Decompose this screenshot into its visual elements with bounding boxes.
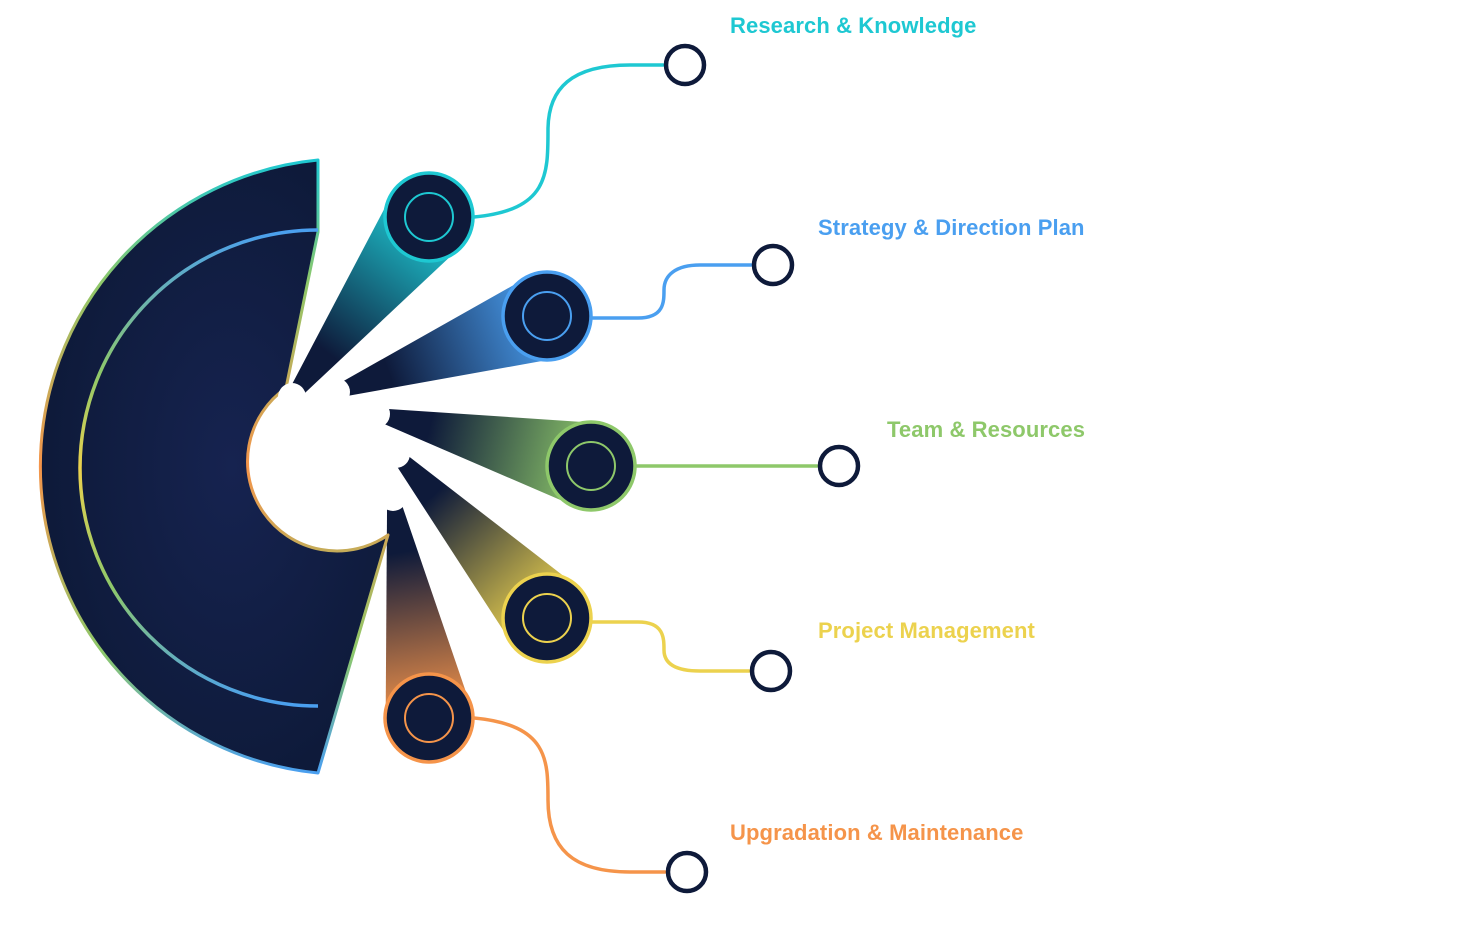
item-label-3: Team & Resources [887,417,1085,442]
item-label-2: Strategy & Direction Plan [818,215,1085,240]
hub-notch [362,400,390,428]
hub-inner-ring [78,228,319,708]
hub-notch [322,378,350,406]
connector-line-1 [472,63,665,219]
central-hub [38,158,410,775]
hub-notch [382,440,410,468]
node-inner-ring [566,441,616,491]
endpoint-ring-5 [665,850,709,894]
node-outer-circle [545,420,637,512]
node-outer-circle [383,672,475,764]
beam-5 [385,496,473,726]
endpoint-ring-2 [751,243,795,287]
node-inner-ring [404,192,454,242]
item-label-1: Research & Knowledge [730,13,977,38]
endpoints-group [663,43,861,894]
node-inner-ring [522,291,572,341]
connector-line-4 [590,620,751,673]
node-inner-ring [404,693,454,743]
connectors-group [472,63,819,874]
hub-notch [379,483,407,511]
endpoint-ring-4 [749,649,793,693]
endpoint-ring-1 [663,43,707,87]
connector-line-2 [590,263,753,320]
node-outer-circle [501,572,593,664]
connector-line-5 [472,716,667,874]
item-label-5: Upgradation & Maintenance [730,820,1023,845]
node-4 [501,572,593,664]
node-3 [545,420,637,512]
hub-body [38,158,390,775]
nodes-group [383,171,637,764]
node-1 [383,171,475,263]
item-label-4: Project Management [818,618,1036,643]
node-inner-ring [522,593,572,643]
endpoint-ring-3 [817,444,861,488]
node-outer-circle [501,270,593,362]
hub-notch [278,383,306,411]
node-outer-circle [383,171,475,263]
node-2 [501,270,593,362]
beam-3 [374,408,602,509]
node-5 [383,672,475,764]
